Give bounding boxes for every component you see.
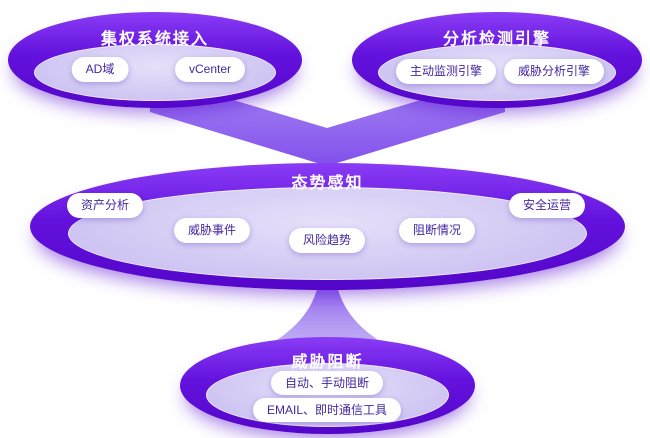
- pill-ad-domain: AD域: [71, 57, 129, 82]
- pill-asset-analysis: 资产分析: [66, 193, 144, 218]
- node-awareness-title: 态势感知: [291, 175, 364, 192]
- pill-vcenter: vCenter: [174, 57, 246, 82]
- pill-auto-manual-block: 自动、手动阻断: [270, 371, 384, 395]
- pill-block-status: 阻断情况: [398, 218, 476, 243]
- funnel-up-connector: [255, 286, 400, 353]
- node-awareness: 态势感知: [30, 163, 625, 290]
- node-engine-title: 分析检测引擎: [442, 31, 551, 48]
- pill-active-monitor-engine: 主动监测引擎: [395, 59, 497, 84]
- node-access-title: 集权系统接入: [100, 31, 209, 48]
- pill-email-im-tools: EMAIL、即时通信工具: [252, 398, 402, 422]
- merge-arrow-connector: [150, 75, 505, 166]
- pill-risk-trend: 风险趋势: [288, 228, 366, 253]
- node-access: 集权系统接入: [8, 12, 302, 108]
- pill-security-operations: 安全运营: [508, 193, 586, 218]
- pill-threat-events: 威胁事件: [173, 218, 251, 243]
- node-engine: 分析检测引擎: [352, 12, 642, 108]
- node-block-title: 威胁阻断: [291, 354, 364, 371]
- pill-threat-analysis-engine: 威胁分析引擎: [503, 59, 605, 84]
